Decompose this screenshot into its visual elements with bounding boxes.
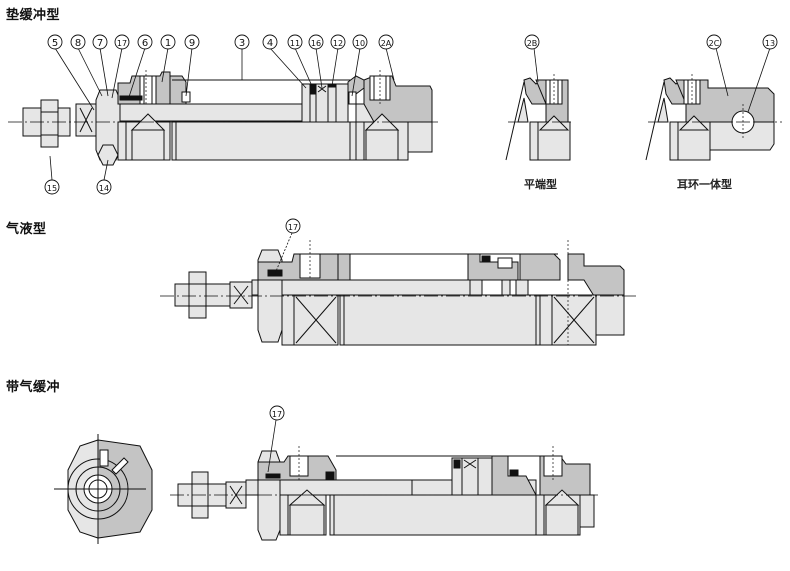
svg-text:12: 12	[333, 39, 343, 48]
svg-text:2B: 2B	[527, 39, 538, 48]
svg-text:10: 10	[355, 39, 365, 48]
cylinder-air-cushion: 17	[54, 405, 598, 544]
piston-assembly	[301, 83, 349, 123]
cylinder-barrel	[171, 79, 357, 161]
callout-3: 3	[234, 34, 250, 50]
callout-8: 8	[70, 34, 86, 50]
head-cover	[347, 75, 433, 161]
section-title-air-hydro: 气液型	[6, 222, 47, 237]
callout-10: 10	[352, 34, 368, 50]
svg-text:5: 5	[52, 38, 58, 49]
svg-text:14: 14	[99, 184, 109, 193]
callout-12: 12	[330, 34, 346, 50]
svg-text:6: 6	[142, 38, 148, 49]
svg-text:13: 13	[765, 39, 775, 48]
callout-6: 6	[137, 34, 153, 50]
callout-17-air-cushion: 17	[269, 405, 285, 421]
svg-text:17: 17	[288, 223, 298, 232]
callout-1: 1	[160, 34, 176, 50]
svg-text:17: 17	[117, 39, 127, 48]
callout-15: 15	[44, 179, 60, 195]
callout-9: 9	[184, 34, 200, 50]
svg-text:11: 11	[290, 39, 300, 48]
callout-11: 11	[287, 34, 303, 50]
callout-14: 14	[96, 179, 112, 195]
svg-text:2C: 2C	[709, 39, 720, 48]
variant-caption-flat-end: 平端型	[524, 178, 557, 191]
callout-17-air-hydro: 17	[285, 218, 301, 234]
rod-end-nut	[22, 99, 71, 148]
svg-text:3: 3	[239, 38, 245, 49]
svg-text:1: 1	[165, 38, 171, 49]
callout-17: 17	[114, 34, 130, 50]
variant-caption-integrated-clevis: 耳环一体型	[677, 178, 732, 191]
callout-2C: 2C	[706, 34, 722, 50]
callout-5: 5	[47, 34, 63, 50]
callout-2A: 2A	[378, 34, 394, 50]
svg-text:4: 4	[267, 38, 273, 49]
callout-7: 7	[92, 34, 108, 50]
svg-text:15: 15	[47, 184, 57, 193]
callout-2B: 2B	[524, 34, 540, 50]
callout-16: 16	[308, 34, 324, 50]
svg-text:17: 17	[272, 410, 282, 419]
cylinder-rubber-cushion	[8, 70, 438, 166]
section-title-rubber-cushion: 垫缓冲型	[6, 8, 61, 23]
variant-integrated-clevis: 2C 13	[645, 34, 782, 161]
svg-text:16: 16	[311, 39, 321, 48]
callout-4: 4	[262, 34, 278, 50]
rod-cover	[117, 71, 191, 161]
variant-flat-end: 2B	[505, 34, 574, 161]
cylinder-air-hydro: 17	[160, 218, 638, 346]
callout-13: 13	[762, 34, 778, 50]
end-view	[54, 434, 153, 544]
svg-text:9: 9	[189, 38, 195, 49]
svg-text:8: 8	[75, 38, 81, 49]
section-title-air-cushion: 带气缓冲	[6, 380, 61, 395]
svg-text:2A: 2A	[381, 39, 392, 48]
svg-text:7: 7	[97, 38, 103, 49]
callouts-rubber-cushion: 5 8 7 17 6 1 9 3 4 11 16 12 10 2A 15 14	[44, 34, 395, 195]
